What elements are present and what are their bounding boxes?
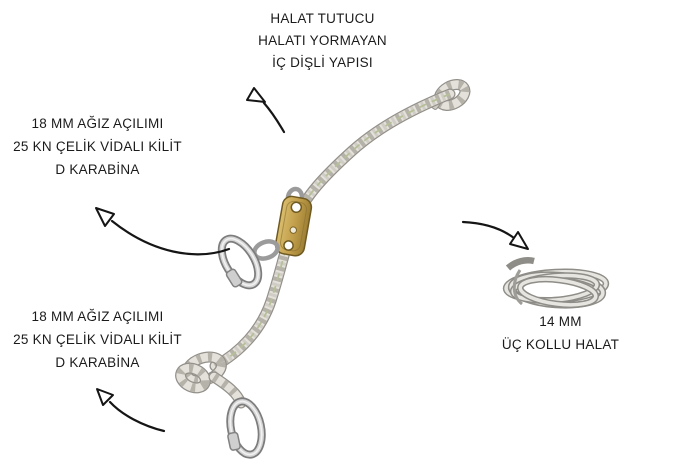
top-carabiner bbox=[217, 234, 263, 290]
arrow-to-top-carabiner-label bbox=[95, 207, 231, 256]
screw-lock-sleeve bbox=[225, 268, 243, 288]
arrow-to-rope-coil-label bbox=[461, 220, 529, 250]
label-line: İÇ DİŞLİ YAPISI bbox=[272, 55, 373, 70]
label-line: 18 MM AĞIZ AÇILIMI bbox=[31, 309, 164, 324]
label-bottom-carabiner: 18 MM AĞIZ AÇILIMI 25 KN ÇELİK VİDALI Kİ… bbox=[5, 305, 190, 374]
bottom-carabiner bbox=[226, 397, 266, 459]
label-line: ÜÇ KOLLU HALAT bbox=[501, 337, 620, 352]
label-top-carabiner: 18 MM AĞIZ AÇILIMI 25 KN ÇELİK VİDALI Kİ… bbox=[5, 112, 190, 181]
rope-grab-device bbox=[274, 186, 313, 257]
label-line: 25 KN ÇELİK VİDALI KİLİT bbox=[13, 332, 182, 347]
label-line: D KARABİNA bbox=[55, 162, 140, 177]
label-rope-grab: HALAT TUTUCU HALATI YORMAYAN İÇ DİŞLİ YA… bbox=[225, 8, 420, 74]
label-line: 14 MM bbox=[539, 314, 582, 329]
label-rope-coil: 14 MM ÜÇ KOLLU HALAT bbox=[478, 310, 643, 356]
rope-coil bbox=[502, 257, 610, 309]
label-line: HALAT TUTUCU bbox=[270, 11, 375, 26]
label-line: 18 MM AĞIZ AÇILIMI bbox=[31, 116, 164, 131]
label-line: 25 KN ÇELİK VİDALI KİLİT bbox=[13, 139, 182, 154]
rope-knot bbox=[175, 351, 227, 394]
arrow-to-bottom-carabiner-label bbox=[96, 388, 166, 433]
screw-lock-sleeve bbox=[227, 431, 241, 451]
label-line: HALATI YORMAYAN bbox=[258, 33, 387, 48]
arrow-to-rope-grab-label bbox=[246, 87, 286, 134]
label-line: D KARABİNA bbox=[55, 355, 140, 370]
